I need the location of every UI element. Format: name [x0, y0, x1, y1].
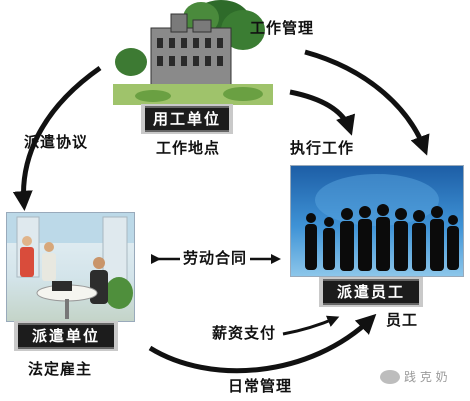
work-management-arrow	[304, 49, 430, 156]
dispatch-agreement-arrow	[12, 65, 102, 211]
employer-building-image	[113, 0, 273, 105]
watermark-text: 践 克 奶	[404, 370, 448, 384]
agency-box: 派遣单位	[18, 323, 114, 349]
chat-bubble-icon	[380, 369, 400, 384]
employee-group-image	[290, 165, 464, 277]
agency-box-label: 派遣单位	[31, 327, 100, 345]
employer-box: 用工单位	[145, 106, 229, 132]
execute-work-label: 执行工作	[290, 139, 355, 157]
daily-management-label: 日常管理	[228, 377, 293, 395]
daily-management-arrow	[148, 313, 377, 374]
execute-work-arrow	[289, 89, 356, 136]
work-management-label: 工作管理	[250, 19, 315, 37]
employee-sub-label: 员工	[386, 311, 419, 329]
labor-contract-label: 劳动合同	[180, 247, 251, 268]
watermark: 践 克 奶	[380, 368, 448, 385]
employer-box-label: 用工单位	[152, 110, 221, 128]
salary-payment-arrow	[282, 315, 340, 336]
employee-box: 派遣员工	[323, 279, 419, 305]
agency-sub-label: 法定雇主	[28, 360, 93, 378]
agency-office-image	[6, 212, 135, 322]
employer-sub-label: 工作地点	[156, 139, 221, 157]
dispatch-agreement-label: 派遣协议	[24, 133, 89, 151]
employee-box-label: 派遣员工	[336, 283, 405, 301]
salary-payment-label: 薪资支付	[212, 324, 277, 342]
